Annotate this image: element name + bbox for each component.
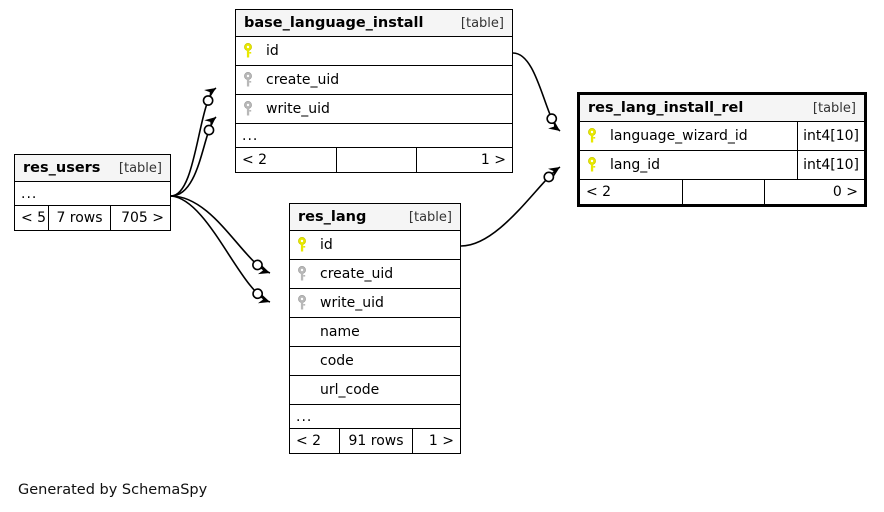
- table-footer: < 2 0 >: [580, 180, 864, 204]
- column-name: create_uid: [320, 266, 394, 282]
- footer-parents-count: < 2: [242, 152, 268, 168]
- column-row[interactable]: name: [290, 318, 460, 347]
- table-footer: < 2 91 rows 1 >: [290, 429, 460, 453]
- footer-parents-count: < 5: [21, 210, 47, 226]
- relationship-edge: [512, 52, 561, 132]
- table-type-tag: [table]: [460, 15, 504, 31]
- column-type: int4[10]: [797, 122, 864, 150]
- column-row[interactable]: create_uid: [290, 260, 460, 289]
- column-row[interactable]: write_uid: [290, 289, 460, 318]
- column-name: name: [320, 324, 360, 340]
- column-name: write_uid: [266, 101, 330, 117]
- foreign-key-icon: [236, 101, 262, 117]
- column-name: url_code: [320, 382, 380, 398]
- footer-row-count: [336, 148, 416, 172]
- relationship-edge: [170, 195, 271, 304]
- table-res-users[interactable]: res_users [table] ... < 5 7 rows 705 >: [14, 154, 171, 231]
- column-row[interactable]: id: [290, 231, 460, 260]
- table-title: res_lang: [298, 209, 367, 225]
- primary-key-icon: [580, 157, 606, 173]
- table-res-lang-install-rel[interactable]: res_lang_install_rel [table] language_wi…: [577, 92, 867, 207]
- footer-children-count: 0 >: [764, 180, 864, 204]
- primary-key-icon: [290, 237, 316, 253]
- column-row[interactable]: lang_id int4[10]: [580, 151, 864, 180]
- more-columns-row: ...: [236, 124, 512, 148]
- column-name: code: [320, 353, 354, 369]
- column-row[interactable]: create_uid: [236, 66, 512, 95]
- column-name: write_uid: [320, 295, 384, 311]
- table-title: res_lang_install_rel: [588, 100, 744, 116]
- primary-key-icon: [580, 128, 606, 144]
- column-name: id: [266, 43, 279, 59]
- footer-row-count: 7 rows: [48, 206, 110, 230]
- column-row[interactable]: language_wizard_id int4[10]: [580, 122, 864, 151]
- table-base-language-install[interactable]: base_language_install [table] id: [235, 9, 513, 173]
- column-row[interactable]: code: [290, 347, 460, 376]
- more-columns-row: ...: [290, 405, 460, 429]
- more-columns-row: ...: [15, 182, 170, 206]
- column-name: id: [320, 237, 333, 253]
- optional-cardinality-marker: [203, 124, 215, 136]
- column-row[interactable]: id: [236, 37, 512, 66]
- footer-children-count: 1 >: [412, 429, 460, 453]
- generator-credit: Generated by SchemaSpy: [18, 482, 208, 498]
- column-row[interactable]: write_uid: [236, 95, 512, 124]
- relationship-edge: [170, 87, 217, 197]
- table-title: res_users: [23, 160, 101, 176]
- table-res-lang[interactable]: res_lang [table] id: [289, 203, 461, 454]
- footer-row-count: 91 rows: [339, 429, 412, 453]
- footer-row-count: [682, 180, 764, 204]
- relationship-edge: [170, 116, 217, 197]
- column-name: create_uid: [266, 72, 340, 88]
- table-type-tag: [table]: [812, 100, 856, 116]
- foreign-key-icon: [236, 72, 262, 88]
- relationship-edge: [170, 195, 271, 275]
- optional-cardinality-marker: [202, 95, 214, 106]
- table-header: base_language_install [table]: [236, 10, 512, 37]
- table-footer: < 5 7 rows 705 >: [15, 206, 170, 230]
- optional-cardinality-marker: [252, 288, 264, 300]
- table-header: res_lang_install_rel [table]: [580, 95, 864, 122]
- optional-cardinality-marker: [252, 259, 263, 271]
- footer-parents-count: < 2: [586, 184, 612, 200]
- foreign-key-icon: [290, 266, 316, 282]
- foreign-key-icon: [290, 295, 316, 311]
- footer-parents-count: < 2: [296, 433, 322, 449]
- column-name: lang_id: [610, 157, 661, 173]
- table-type-tag: [table]: [118, 160, 162, 176]
- table-footer: < 2 1 >: [236, 148, 512, 172]
- primary-key-icon: [236, 43, 262, 59]
- optional-cardinality-marker: [546, 113, 558, 125]
- table-title: base_language_install: [244, 15, 424, 31]
- table-header: res_lang [table]: [290, 204, 460, 231]
- column-name: language_wizard_id: [610, 128, 748, 144]
- table-header: res_users [table]: [15, 155, 170, 182]
- footer-children-count: 705 >: [110, 206, 170, 230]
- table-type-tag: [table]: [408, 209, 452, 225]
- relationship-edge: [460, 166, 561, 247]
- optional-cardinality-marker: [543, 171, 555, 183]
- column-row[interactable]: url_code: [290, 376, 460, 405]
- column-type: int4[10]: [797, 151, 864, 179]
- footer-children-count: 1 >: [416, 148, 512, 172]
